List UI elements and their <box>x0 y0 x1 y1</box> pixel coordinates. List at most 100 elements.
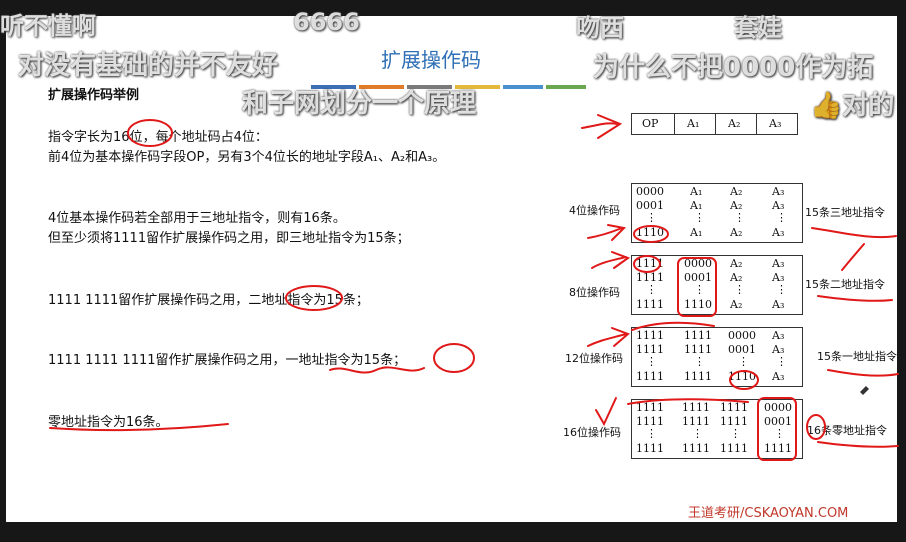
slide-heading: 扩展操作码举例 <box>48 88 140 103</box>
cell: 0000 <box>764 401 792 414</box>
cell: A₂ <box>730 226 743 239</box>
para1-text-a: 指令字长为 <box>48 130 114 145</box>
danmaku-4: 套娃 <box>734 14 782 42</box>
cell: 0000 <box>636 185 664 198</box>
arrow-format <box>581 114 623 139</box>
para4-text-b: 一地址指令为15条； <box>285 353 407 368</box>
cell: ⋮ <box>694 283 705 296</box>
cell: 1111 <box>636 415 664 428</box>
cell: A₃ <box>772 226 785 239</box>
group-right-label-16bit: 16条零地址指令 <box>807 424 887 437</box>
cell: 1111 <box>682 442 710 455</box>
cell: ⋮ <box>776 211 787 224</box>
underline-16bit <box>627 398 749 405</box>
cell: 1111 <box>636 370 664 383</box>
para1-line1: 指令字长为16位，每个地址码占4位： <box>48 126 268 145</box>
arrow-12bit <box>587 327 630 347</box>
underline-right-3 <box>827 369 899 377</box>
circle-para3 <box>285 285 343 311</box>
cell: 1111 <box>684 329 712 342</box>
group-label-8bit: 8位操作码 <box>569 286 620 299</box>
cell: A₂ <box>730 257 743 270</box>
cell: 0001 <box>636 199 664 212</box>
cell: 1111 <box>720 415 748 428</box>
group-right-label-12bit: 15条一地址指令 <box>817 350 897 363</box>
underline-12bit <box>631 321 715 331</box>
circle-para4 <box>433 343 475 373</box>
danmaku-8: 👍对的 <box>810 91 895 121</box>
opcode-table-12bit: 1111 1111 0000 A₃ 1111 1111 0001 A₃ ⋮ ⋮ … <box>631 327 803 387</box>
cell: ⋮ <box>646 427 657 440</box>
circle-1110 <box>633 225 669 243</box>
format-cell-op: OP <box>642 117 659 130</box>
cell: ⋮ <box>694 355 705 368</box>
cell: ⋮ <box>692 427 703 440</box>
cell: 0000 <box>728 329 756 342</box>
cell: A₁ <box>690 185 703 198</box>
danmaku-1: 听不懂啊 <box>0 12 96 40</box>
title-accent-bars <box>311 85 586 91</box>
instruction-format-table: OP A₁ A₂ A₃ <box>631 113 798 135</box>
cell: ⋮ <box>734 211 745 224</box>
underline-right-2 <box>817 295 893 302</box>
para4-text-a: 1111 1111 1111留作扩展操作码之用， <box>48 353 286 368</box>
cell: 1111 <box>636 343 664 356</box>
circle-1110-b <box>729 370 759 390</box>
cell: ⋮ <box>776 355 787 368</box>
squiggle-para4 <box>329 366 425 374</box>
cell: 1110 <box>636 226 664 239</box>
cell: 1111 <box>684 370 712 383</box>
underline-para5 <box>49 423 229 432</box>
cell: A₃ <box>772 257 785 270</box>
cell: A₁ <box>690 226 703 239</box>
cell: 0001 <box>684 271 712 284</box>
cell: 1111 <box>764 442 792 455</box>
cell: 1111 <box>636 298 664 311</box>
cell: A₃ <box>772 185 785 198</box>
format-cell-a2: A₂ <box>728 117 741 130</box>
danmaku-3: 吻西 <box>576 14 624 42</box>
danmaku-7: 和子网划分一个原理 <box>242 89 477 119</box>
opcode-table-16bit: 1111 1111 1111 0000 1111 1111 1111 0001 … <box>631 399 803 459</box>
cell: ⋮ <box>734 283 745 296</box>
cell: 1111 <box>636 329 664 342</box>
cell: A₃ <box>772 343 785 356</box>
cell: ⋮ <box>646 283 657 296</box>
box-second-col <box>677 257 717 317</box>
cell: A₂ <box>730 199 743 212</box>
circle-16bit <box>127 119 173 147</box>
cell: 1111 <box>684 343 712 356</box>
group-label-4bit: 4位操作码 <box>569 204 620 217</box>
circle-16 <box>806 414 826 440</box>
opcode-table-4bit: 0000 A₁ A₂ A₃ 0001 A₁ A₂ A₃ ⋮ ⋮ ⋮ ⋮ 1110… <box>631 183 803 243</box>
para1-line2: 前4位为基本操作码字段OP，另有3个4位长的地址字段A₁、A₂和A₃。 <box>48 150 446 165</box>
group-right-label-4bit: 15条三地址指令 <box>805 206 885 219</box>
cell: ⋮ <box>738 355 749 368</box>
underline-right-4 <box>817 441 899 448</box>
cell: 0001 <box>728 343 756 356</box>
cell: A₃ <box>772 271 785 284</box>
para1-text-b: 16位 <box>113 130 143 145</box>
cell: A₃ <box>772 329 785 342</box>
para4: 1111 1111 1111留作扩展操作码之用，一地址指令为15条； <box>48 349 406 368</box>
cell: A₁ <box>690 199 703 212</box>
cell: 1110 <box>684 298 712 311</box>
cell: A₃ <box>772 199 785 212</box>
cell: ⋮ <box>646 211 657 224</box>
para1-text-c: ，每个地址码占4位： <box>142 130 268 145</box>
cell: 1111 <box>720 401 748 414</box>
cell: ⋮ <box>730 427 741 440</box>
para2-line2: 但至少须将1111留作扩展操作码之用，即三地址指令为15条； <box>48 231 410 246</box>
cell: 1111 <box>636 442 664 455</box>
underline-right-1 <box>811 227 897 239</box>
pen-cursor-icon <box>860 386 869 395</box>
danmaku-2: 6666 <box>293 8 360 36</box>
arrow-4bit <box>587 224 627 241</box>
cell: 0001 <box>764 415 792 428</box>
danmaku-6: 为什么不把0000作为拓 <box>593 53 874 83</box>
watermark: 王道考研/CSKAOYAN.COM <box>688 506 849 521</box>
cell: 1111 <box>636 257 664 270</box>
para3-text-a: 1111 1111留作扩展操作码之用， <box>48 293 249 308</box>
